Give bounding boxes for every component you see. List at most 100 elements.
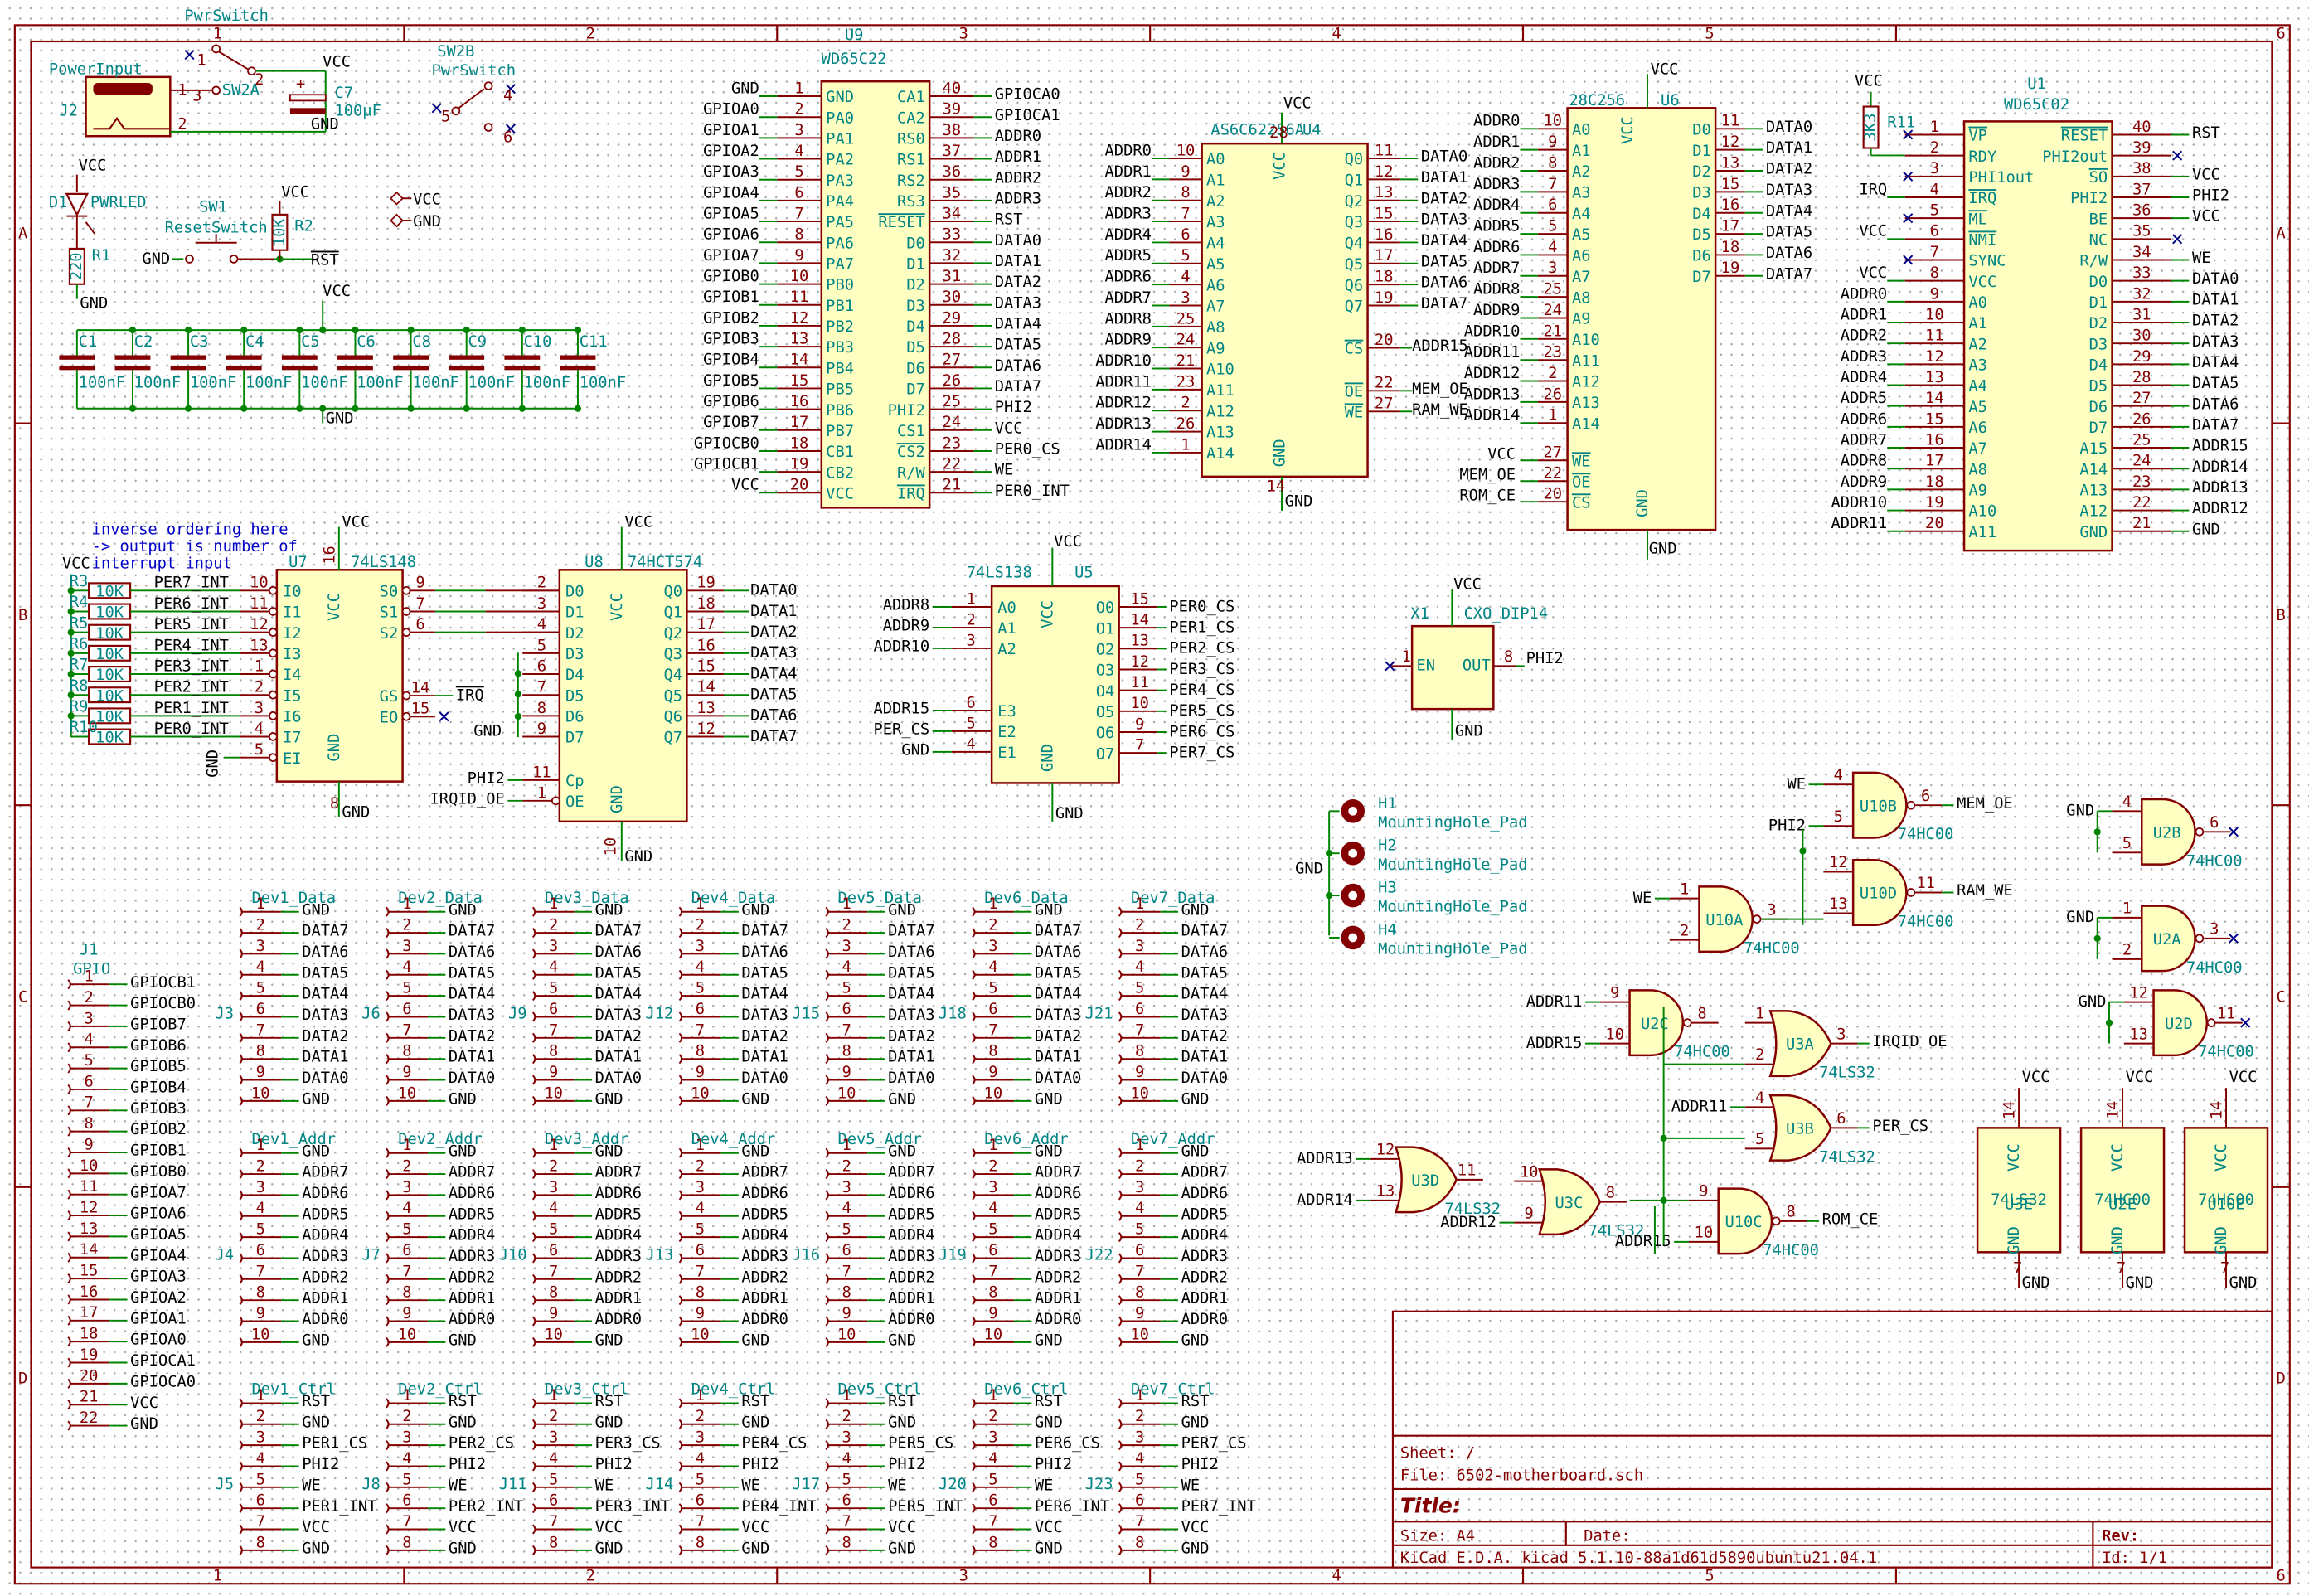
net-label: PER0_INT [995,483,1070,500]
pin-number: 35 [2132,223,2151,240]
net-label: VCC [1859,264,1887,282]
pin-number: 5 [1834,808,1843,826]
pin-name: A12 [2079,503,2108,521]
net-label: RAM_WE [1412,401,1468,419]
or-gate-body [1768,1094,1832,1162]
pin-name: A5 [1206,256,1225,274]
net-vcc: VCC [2126,1069,2154,1086]
pin-name: BE [2089,211,2108,228]
led-icon [65,192,90,217]
pin-net-label: GND [1035,1414,1063,1431]
pin-number: 7 [696,1021,705,1039]
inversion-bubble [269,607,278,616]
pin-number: 2 [988,917,997,934]
pin-name: A3 [1206,214,1225,231]
pin-net-label: ADDR6 [595,1185,642,1202]
pin-number: 3 [696,1179,705,1196]
gate-value: 74HC00 [2198,1044,2254,1061]
pin-name: D4 [565,667,585,684]
nc-stroke [431,103,442,114]
pin-name: D3 [2089,336,2108,353]
pin-net-label: GND [595,1414,623,1431]
capacitor-plate [337,355,373,360]
or-gate-body [1394,1146,1458,1214]
net-label: PER0_CS [995,441,1060,458]
u7-ref: U7 [289,554,308,571]
nand-gate-body [2141,798,2196,866]
pin-name: A0 [997,599,1016,617]
capacitor-ref: C1 [79,333,98,351]
pin-name: GND [826,89,854,106]
pin-number: 9 [988,1305,997,1322]
pin-number: 10 [1130,1326,1149,1343]
row-marker: A [18,225,27,242]
resistor-value: 10K [95,687,124,705]
resistor-value: 10K [95,708,124,725]
gate-ref: U2B [2153,824,2181,842]
pin-number: 2 [84,989,93,1007]
pin-net-label: DATA6 [741,944,788,961]
pin-number: 7 [84,1094,93,1112]
net-label: ADDR1 [1473,133,1520,151]
net-label: ADDR12 [1095,395,1152,412]
connector-ref: J13 [645,1246,673,1264]
pin-name: D0 [1692,121,1711,138]
connector-value: Dev5_Data [837,890,922,907]
net-label: ADDR14 [2192,458,2248,476]
pin-number: 10 [984,1326,1003,1343]
pin-number: 1 [842,1387,851,1404]
pin-name: NC [2089,231,2108,249]
net-label: ADDR3 [995,190,1041,207]
connector-ref: J19 [939,1246,967,1264]
net-label: ADDR2 [1105,184,1152,201]
capacitor-plate [337,365,373,371]
pin-name: PB2 [826,318,854,336]
net-label: GPIOB6 [703,393,759,410]
pin-number: 11 [1375,142,1394,159]
pin-name: PHI1out [1968,169,2034,187]
pin-net-label: ADDR5 [888,1205,934,1223]
net-label: MEM_OE [1957,795,2013,813]
pin-number: 6 [415,616,424,633]
resistor-ref: R7 [70,657,89,674]
inversion-bubble [2195,827,2205,837]
pin-number: 8 [988,1043,997,1060]
pin-number: 8 [1135,1043,1144,1060]
u9-ref: U9 [845,27,864,44]
pin-number: 9 [696,1305,705,1322]
pin-number: 3 [988,1179,997,1196]
led-emission-arrow [85,221,96,235]
pin-number: 12 [696,720,715,738]
net-label: GPIOB1 [703,289,759,306]
pin-name: VCC [2109,1143,2127,1172]
pin-name: A14 [2079,461,2108,478]
net-gnd: GND [2229,1274,2258,1292]
pin-number: 6 [842,1001,851,1018]
pin-net-label: DATA0 [449,1070,495,1087]
net-label: GND [2066,803,2094,820]
pin-name: PA6 [826,235,854,252]
pin-number: 27 [1375,395,1394,413]
net-label: DATA6 [995,357,1041,375]
sw2b-value: PwrSwitch [432,62,517,80]
pin-number: 9 [256,1305,265,1322]
pin-number: 24 [943,414,962,431]
inversion-bubble [269,690,278,700]
net-gnd: GND [204,749,221,778]
pin-net-label: DATA1 [595,1049,642,1066]
net-label: VCC [731,477,759,494]
pin-name: D5 [1692,226,1711,244]
pin-number: 15 [790,372,809,390]
pin-net-label: GPIOA0 [130,1332,187,1349]
pin-name: CS2 [897,444,925,461]
pin-number: 8 [256,1043,265,1060]
pin-number: 6 [988,1001,997,1018]
net-label: ADDR1 [1105,163,1152,181]
power-jack-sleeve [93,116,171,130]
junction-dot [129,327,137,334]
capacitor-ref: C3 [190,333,209,351]
